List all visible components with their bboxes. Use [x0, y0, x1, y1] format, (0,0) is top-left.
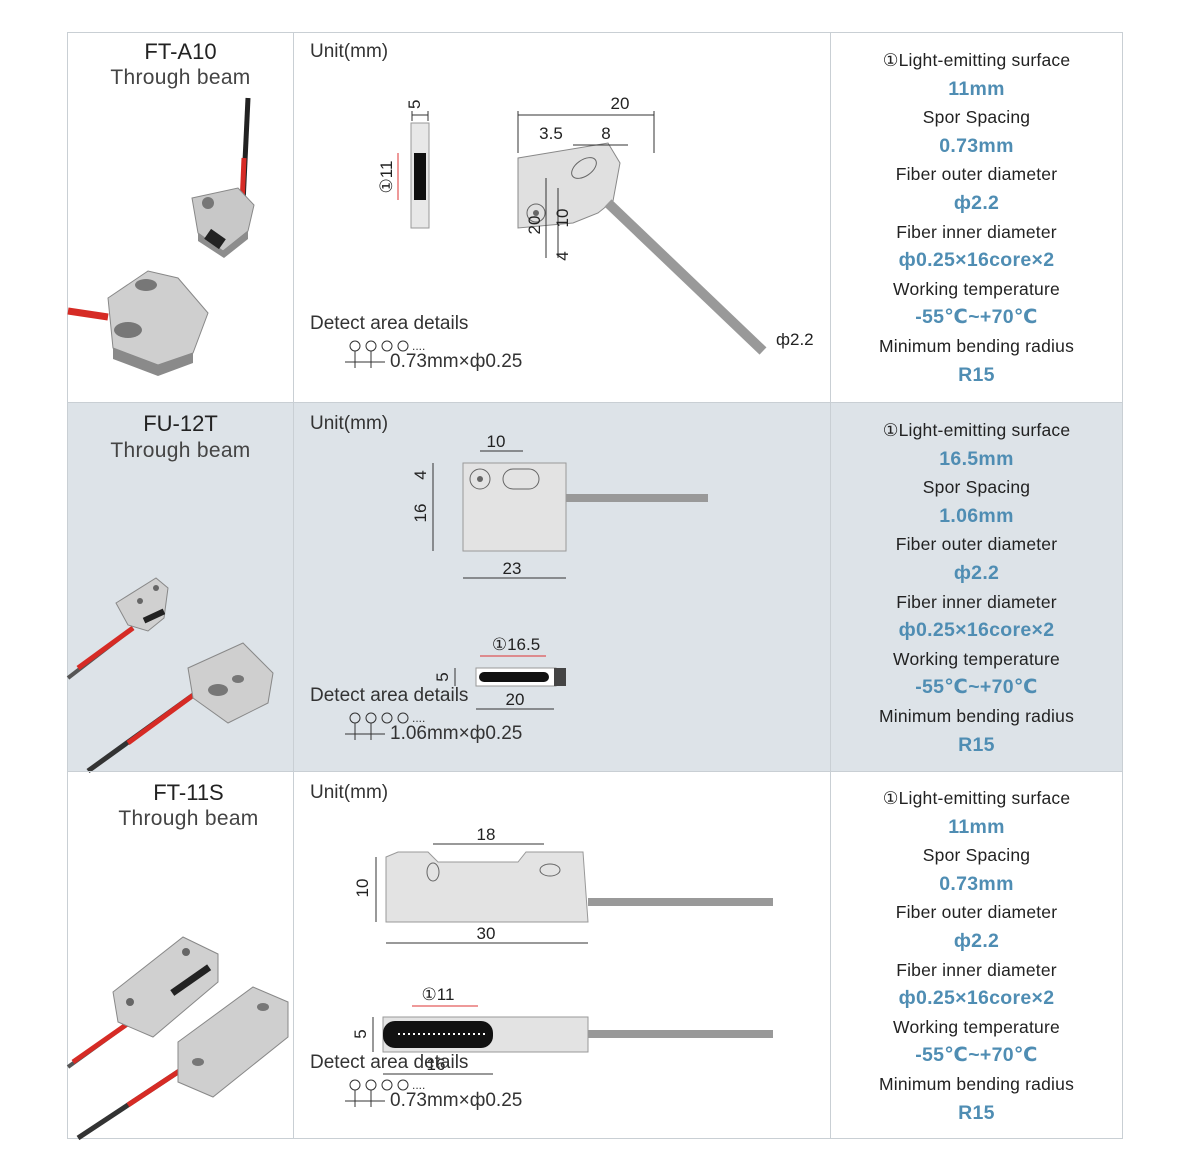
spec-value: 0.73mm	[939, 872, 1014, 895]
svg-text:....: ....	[412, 339, 425, 353]
svg-text:10: 10	[353, 879, 372, 898]
spec-value: 0.73mm	[939, 134, 1014, 157]
beam-type: Through beam	[118, 807, 259, 830]
spec-label: Minimum bending radius	[878, 1073, 1075, 1094]
spec-list: ①Light-emitting surface 11mm Spor Spacin…	[831, 46, 1122, 389]
unit-label: Unit(mm)	[310, 41, 389, 62]
table-row: FT-11S Through beam Unit(mm) 18 10 30	[66, 772, 1122, 1141]
detect-area-value: 1.06mm×ф0.25	[390, 723, 523, 744]
model-name: FT-11S	[153, 780, 224, 805]
spec-value: R15	[958, 1101, 995, 1124]
spec-label: Spor Spacing	[922, 477, 1031, 498]
spec-label: Fiber outer diameter	[895, 534, 1058, 555]
unit-label: Unit(mm)	[310, 782, 389, 803]
svg-text:10: 10	[487, 432, 506, 451]
spec-label: Working temperature	[893, 1016, 1060, 1037]
product-photo	[66, 936, 289, 1141]
svg-text:8: 8	[601, 124, 610, 143]
spec-label: Fiber outer diameter	[895, 902, 1058, 923]
svg-text:20: 20	[525, 216, 544, 235]
svg-text:....: ....	[412, 711, 425, 725]
model-name: FT-A10	[144, 39, 217, 64]
spec-value: ф0.25×16core×2	[898, 987, 1055, 1010]
spec-label: Fiber inner diameter	[896, 221, 1057, 242]
svg-text:5: 5	[351, 1029, 370, 1038]
svg-text:18: 18	[477, 825, 496, 844]
spec-value: -55℃~+70℃	[915, 676, 1038, 699]
beam-type: Through beam	[110, 66, 251, 89]
svg-text:23: 23	[503, 559, 522, 578]
spec-value: 11mm	[948, 815, 1005, 838]
svg-text:①11: ①11	[422, 985, 455, 1004]
model-name: FU-12T	[143, 411, 218, 436]
beam-type: Through beam	[110, 439, 251, 462]
spec-label: ①Light-emitting surface	[882, 420, 1071, 440]
spec-value: -55℃~+70℃	[915, 1044, 1038, 1067]
spec-label: Spor Spacing	[922, 107, 1031, 128]
unit-label: Unit(mm)	[310, 413, 389, 434]
spec-value: ф0.25×16core×2	[898, 619, 1055, 642]
dimension-drawing: 10 4 16 23 ①16.5 5 20	[411, 432, 708, 710]
svg-text:30: 30	[477, 924, 496, 943]
spec-value: 16.5mm	[939, 447, 1014, 470]
svg-text:10: 10	[553, 209, 572, 228]
svg-text:20: 20	[611, 94, 630, 113]
table-row: FU-12T Through beam Unit(mm) 10 4 16	[66, 403, 1122, 774]
svg-text:5: 5	[405, 100, 424, 109]
spec-value: 1.06mm	[939, 504, 1014, 527]
svg-text:5: 5	[433, 672, 452, 681]
detect-area-icon: ....	[345, 1078, 425, 1107]
spec-value: R15	[958, 363, 995, 386]
spec-label: Fiber outer diameter	[895, 164, 1058, 185]
dimension-drawing: 18 10 30 ①11 5 16	[351, 825, 773, 1075]
spec-list: ①Light-emitting surface 11mm Spor Spacin…	[831, 784, 1122, 1127]
svg-text:16: 16	[411, 504, 430, 523]
detect-area-icon: ....	[345, 339, 425, 368]
svg-text:ф2.2: ф2.2	[776, 330, 814, 349]
spec-label: Working temperature	[893, 278, 1060, 299]
spec-label: ①Light-emitting surface	[882, 50, 1071, 70]
dimension-drawing: 5 ①11 20 3.5 8 20 10 4 ф2.2	[377, 94, 814, 355]
spec-table: FT-A10 Through beam Unit(mm) 5 ①11	[66, 32, 1123, 1141]
svg-text:....: ....	[412, 1078, 425, 1092]
spec-list: ①Light-emitting surface 16.5mm Spor Spac…	[831, 416, 1122, 759]
detect-area-value: 0.73mm×ф0.25	[390, 1090, 523, 1111]
row-divider	[68, 402, 1122, 403]
detect-area-icon: ....	[345, 711, 425, 740]
detect-area-value: 0.73mm×ф0.25	[390, 351, 523, 372]
spec-label: Fiber inner diameter	[896, 591, 1057, 612]
spec-label: ①Light-emitting surface	[882, 788, 1071, 808]
table-row: FT-A10 Through beam Unit(mm) 5 ①11	[67, 33, 1122, 402]
svg-text:4: 4	[553, 251, 572, 260]
spec-value: ф0.25×16core×2	[898, 249, 1055, 272]
spec-label: Working temperature	[893, 648, 1060, 669]
spec-label: Spor Spacing	[922, 845, 1031, 866]
column-divider	[293, 33, 294, 1138]
svg-text:4: 4	[411, 470, 430, 479]
detect-area-label: Detect area details	[310, 313, 469, 334]
spec-value: ф2.2	[953, 561, 1000, 584]
detect-area-label: Detect area details	[310, 685, 469, 706]
svg-text:①11: ①11	[377, 161, 396, 194]
svg-text:20: 20	[506, 690, 525, 709]
spec-label: Minimum bending radius	[878, 335, 1075, 356]
product-photo	[66, 577, 274, 774]
spec-value: ф2.2	[953, 929, 1000, 952]
svg-text:3.5: 3.5	[539, 124, 563, 143]
svg-text:16: 16	[427, 1055, 446, 1074]
product-photo	[67, 97, 255, 376]
svg-text:①16.5: ①16.5	[492, 635, 540, 654]
detect-area-label: Detect area details	[310, 1052, 469, 1073]
spec-label: Fiber inner diameter	[896, 959, 1057, 980]
spec-value: ф2.2	[953, 191, 1000, 214]
spec-value: -55℃~+70℃	[915, 306, 1038, 329]
row-divider	[68, 771, 1122, 772]
column-divider	[830, 33, 831, 1138]
spec-label: Minimum bending radius	[878, 705, 1075, 726]
spec-value: R15	[958, 733, 995, 756]
spec-value: 11mm	[948, 77, 1005, 100]
